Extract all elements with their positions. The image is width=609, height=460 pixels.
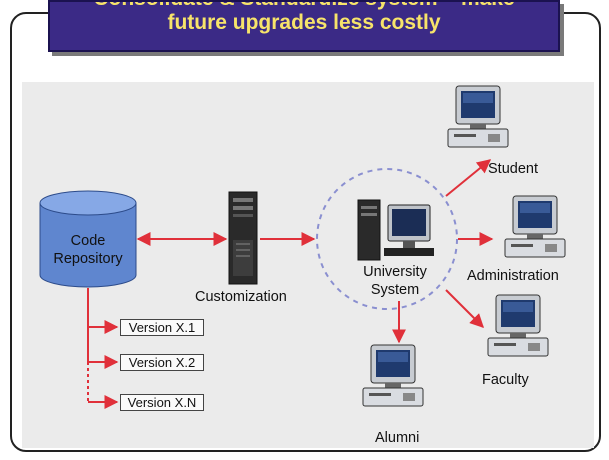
- administration-computer-icon: [504, 195, 566, 258]
- code-repository-label-line1: Code: [70, 233, 106, 249]
- student-label: Student: [488, 161, 538, 177]
- banner-title-line2: future upgrades less costly: [167, 11, 441, 34]
- university-student-arrow: [445, 159, 492, 197]
- university-computer-icon: [357, 199, 434, 261]
- version-x1-box: Version X.1: [120, 319, 204, 336]
- server-icon: [228, 191, 258, 285]
- code-repository-label: Code Repository: [45, 232, 131, 268]
- version-x2-box: Version X.2: [120, 354, 204, 371]
- alumni-computer-icon: [362, 344, 424, 407]
- banner-title-line1: Consolidate & Standardize system – make: [50, 2, 558, 11]
- title-banner: Consolidate & Standardize system – make …: [48, 0, 560, 52]
- code-repository-label-line2: Repository: [53, 251, 123, 267]
- university-label-line2: System: [370, 282, 420, 298]
- customization-label: Customization: [195, 289, 287, 305]
- university-boundary: [316, 168, 458, 310]
- student-computer-icon: [447, 85, 509, 148]
- university-system-label: University System: [340, 263, 450, 299]
- faculty-computer-icon: [487, 294, 549, 357]
- code-repository-icon: [39, 190, 137, 288]
- university-label-line1: University: [363, 264, 427, 280]
- administration-label: Administration: [467, 268, 559, 284]
- university-faculty-arrow: [445, 289, 484, 328]
- faculty-label: Faculty: [482, 372, 529, 388]
- alumni-label: Alumni: [375, 430, 420, 446]
- version-xn-box: Version X.N: [120, 394, 204, 411]
